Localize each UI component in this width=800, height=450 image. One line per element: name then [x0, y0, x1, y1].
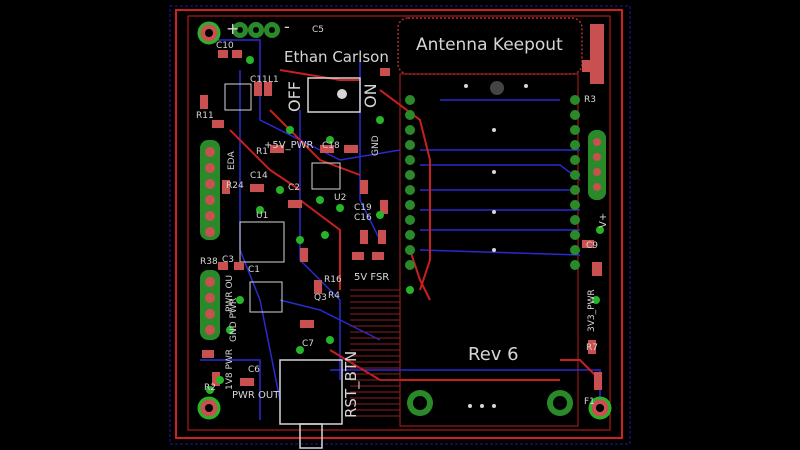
- ref-r24: R24: [226, 181, 244, 191]
- pwr-out-label: PWR OUT: [232, 390, 280, 401]
- board-outline: [175, 9, 623, 439]
- ref-c14: C14: [250, 171, 268, 181]
- ic-footprints: [224, 83, 341, 313]
- ref-c5: C5: [312, 25, 324, 35]
- ground-hatch: [350, 289, 400, 417]
- ref-r7: R7: [586, 343, 598, 353]
- board-inner-outline: [187, 15, 611, 431]
- ref-q3: Q3: [314, 293, 327, 303]
- ref-r38: R38: [200, 257, 218, 267]
- ref-r1: R1: [256, 147, 268, 157]
- ref-c18: C18: [322, 141, 340, 151]
- ref-c2: C2: [288, 183, 300, 193]
- ref-f1: F1: [584, 397, 595, 407]
- power-minus-label: -: [284, 17, 290, 36]
- smd-pads: [200, 50, 602, 390]
- ref-c11: C11: [250, 75, 268, 85]
- power-plus-label: +: [226, 19, 239, 38]
- left-header-pins[interactable]: [200, 140, 220, 340]
- power-connector-pins[interactable]: [232, 22, 280, 38]
- vias: [206, 56, 604, 394]
- ref-c9: C9: [586, 241, 598, 251]
- right-header-pins[interactable]: [588, 24, 606, 200]
- ref-r11: R11: [196, 111, 214, 121]
- switch-off-label: OFF: [285, 81, 304, 112]
- module-dots: [464, 84, 528, 408]
- ref-c16: C16: [354, 213, 372, 223]
- ref-u2: U2: [334, 193, 346, 203]
- gnd-pwr-label: GND PWR: [229, 298, 239, 342]
- reset-button-label: RST_BTN: [342, 351, 361, 418]
- ref-c7: C7: [302, 339, 314, 349]
- ref-l1: L1: [268, 75, 279, 85]
- board-outline-outer: [169, 5, 631, 445]
- ref-c3: C3: [222, 255, 234, 265]
- ref-c10: C10: [216, 41, 234, 51]
- v3v3-label: 3V3_PWR: [587, 289, 597, 332]
- ref-r4: R4: [328, 291, 340, 301]
- eda-label: EDA: [227, 151, 237, 170]
- revision-label: Rev 6: [468, 344, 519, 365]
- v-plus-label: V+: [598, 213, 609, 228]
- module-left-pins[interactable]: [405, 95, 415, 270]
- component-designators: C10 C11 L1 R11 R1 C18 C14 R24 C2 U2 C19 …: [196, 25, 598, 407]
- antenna-keepout-label: Antenna Keepout: [416, 35, 563, 55]
- reset-button-outline[interactable]: [279, 359, 343, 449]
- module-right-pins[interactable]: [570, 95, 580, 270]
- ref-u1: U1: [256, 211, 268, 221]
- top-copper-traces: [229, 69, 601, 381]
- ref-r3: R3: [584, 95, 596, 105]
- ref-c1: C1: [248, 265, 260, 275]
- pwr-ou-label: PWR OU: [225, 275, 235, 312]
- gnd-label: GND: [371, 135, 381, 156]
- ref-r2: R2: [204, 383, 216, 393]
- v1v8-label: 1V8 PWR: [225, 349, 235, 390]
- switch-on-label: ON: [361, 83, 380, 108]
- power-switch[interactable]: [307, 77, 361, 113]
- pwr-label: +5V_PWR: [264, 140, 314, 151]
- ref-r16: R16: [324, 275, 342, 285]
- fsr-label: 5V FSR: [354, 272, 389, 283]
- ref-c19: C19: [354, 203, 372, 213]
- mounting-holes: [197, 21, 612, 420]
- designer-label: Ethan Carlson: [284, 48, 389, 66]
- ref-c6: C6: [248, 365, 260, 375]
